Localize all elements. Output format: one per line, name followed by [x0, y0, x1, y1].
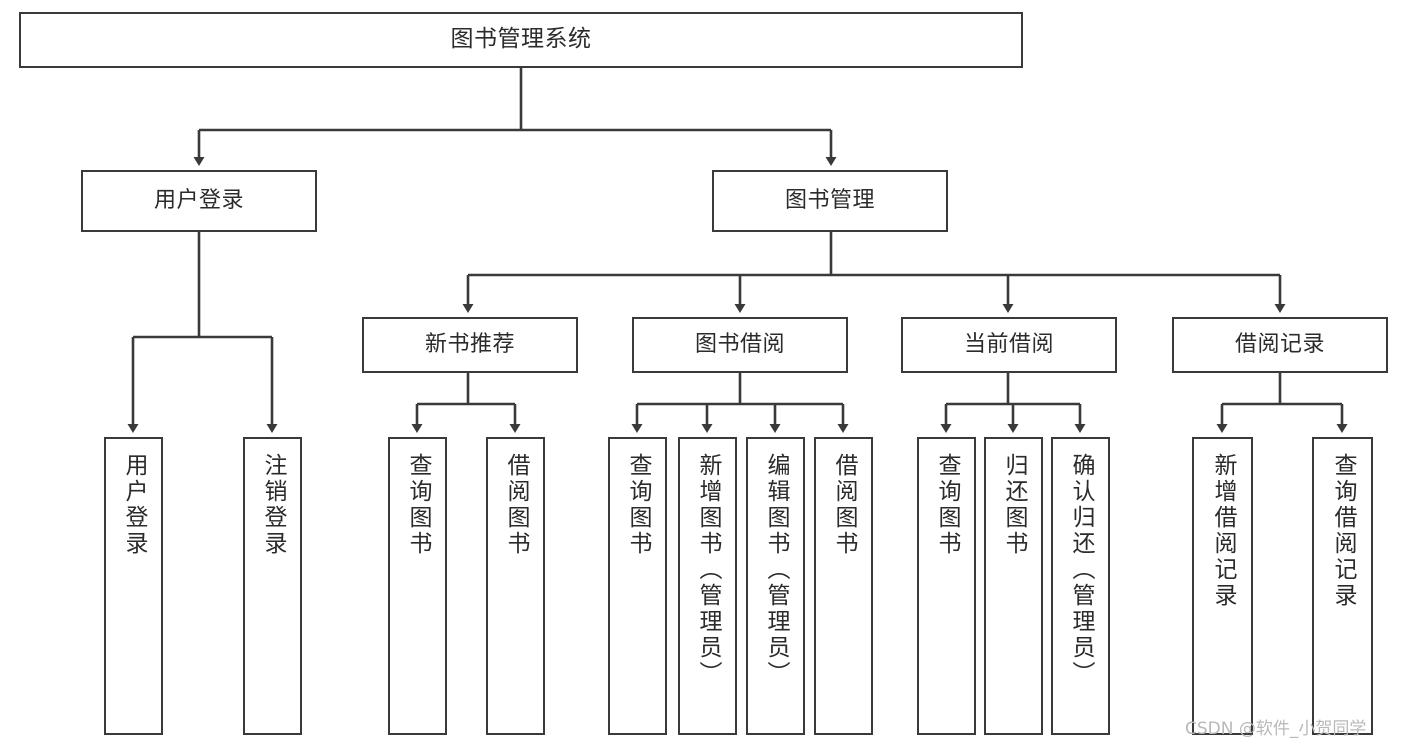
- node-borrow-records[interactable]: 借阅记录: [1172, 317, 1388, 373]
- node-label: 图书管理系统: [450, 26, 592, 53]
- node-user-login[interactable]: 用户登录: [81, 170, 317, 232]
- node-label: 查询图书: [405, 453, 431, 557]
- leaf-borrow-query-book[interactable]: 查询图书: [608, 437, 667, 735]
- node-label: 新书推荐: [424, 331, 515, 357]
- leaf-logout[interactable]: 注销登录: [243, 437, 302, 735]
- node-label: 注销登录: [260, 453, 286, 557]
- node-label: 查询图书: [625, 453, 651, 557]
- node-new-book-recommendation[interactable]: 新书推荐: [362, 317, 578, 373]
- node-label: 新增图书（管理员）: [695, 453, 721, 687]
- node-label: 借阅图书: [831, 453, 857, 557]
- node-label: 用户登录: [153, 187, 244, 213]
- node-label: 当前借阅: [963, 331, 1054, 357]
- node-label: 图书管理: [784, 187, 875, 213]
- leaf-current-confirm-return-admin[interactable]: 确认归还（管理员）: [1051, 437, 1110, 735]
- node-label: 编辑图书（管理员）: [763, 453, 789, 687]
- node-current-borrowing[interactable]: 当前借阅: [901, 317, 1117, 373]
- leaf-new-book-borrow-book[interactable]: 借阅图书: [486, 437, 545, 735]
- leaf-records-add-record[interactable]: 新增借阅记录: [1192, 437, 1253, 735]
- leaf-borrow-add-book-admin[interactable]: 新增图书（管理员）: [678, 437, 737, 735]
- node-book-management[interactable]: 图书管理: [712, 170, 948, 232]
- node-label: 确认归还（管理员）: [1068, 453, 1094, 687]
- leaf-user-login[interactable]: 用户登录: [104, 437, 163, 735]
- node-book-borrowing[interactable]: 图书借阅: [632, 317, 848, 373]
- node-label: 查询借阅记录: [1330, 453, 1356, 609]
- leaf-records-query-record[interactable]: 查询借阅记录: [1312, 437, 1373, 735]
- leaf-borrow-edit-book-admin[interactable]: 编辑图书（管理员）: [746, 437, 805, 735]
- leaf-borrow-borrow-book[interactable]: 借阅图书: [814, 437, 873, 735]
- node-label: 新增借阅记录: [1210, 453, 1236, 609]
- csdn-watermark: CSDN @软件_小贺同学: [1185, 719, 1367, 739]
- node-label: 借阅图书: [503, 453, 529, 557]
- leaf-new-book-query-book[interactable]: 查询图书: [388, 437, 447, 735]
- node-label: 图书借阅: [694, 331, 785, 357]
- node-label: 查询图书: [934, 453, 960, 557]
- node-root-book-management-system[interactable]: 图书管理系统: [19, 12, 1023, 68]
- node-label: 借阅记录: [1234, 331, 1325, 357]
- node-label: 用户登录: [121, 453, 147, 557]
- node-label: 归还图书: [1001, 453, 1027, 557]
- leaf-current-query-book[interactable]: 查询图书: [917, 437, 976, 735]
- leaf-current-return-book[interactable]: 归还图书: [984, 437, 1043, 735]
